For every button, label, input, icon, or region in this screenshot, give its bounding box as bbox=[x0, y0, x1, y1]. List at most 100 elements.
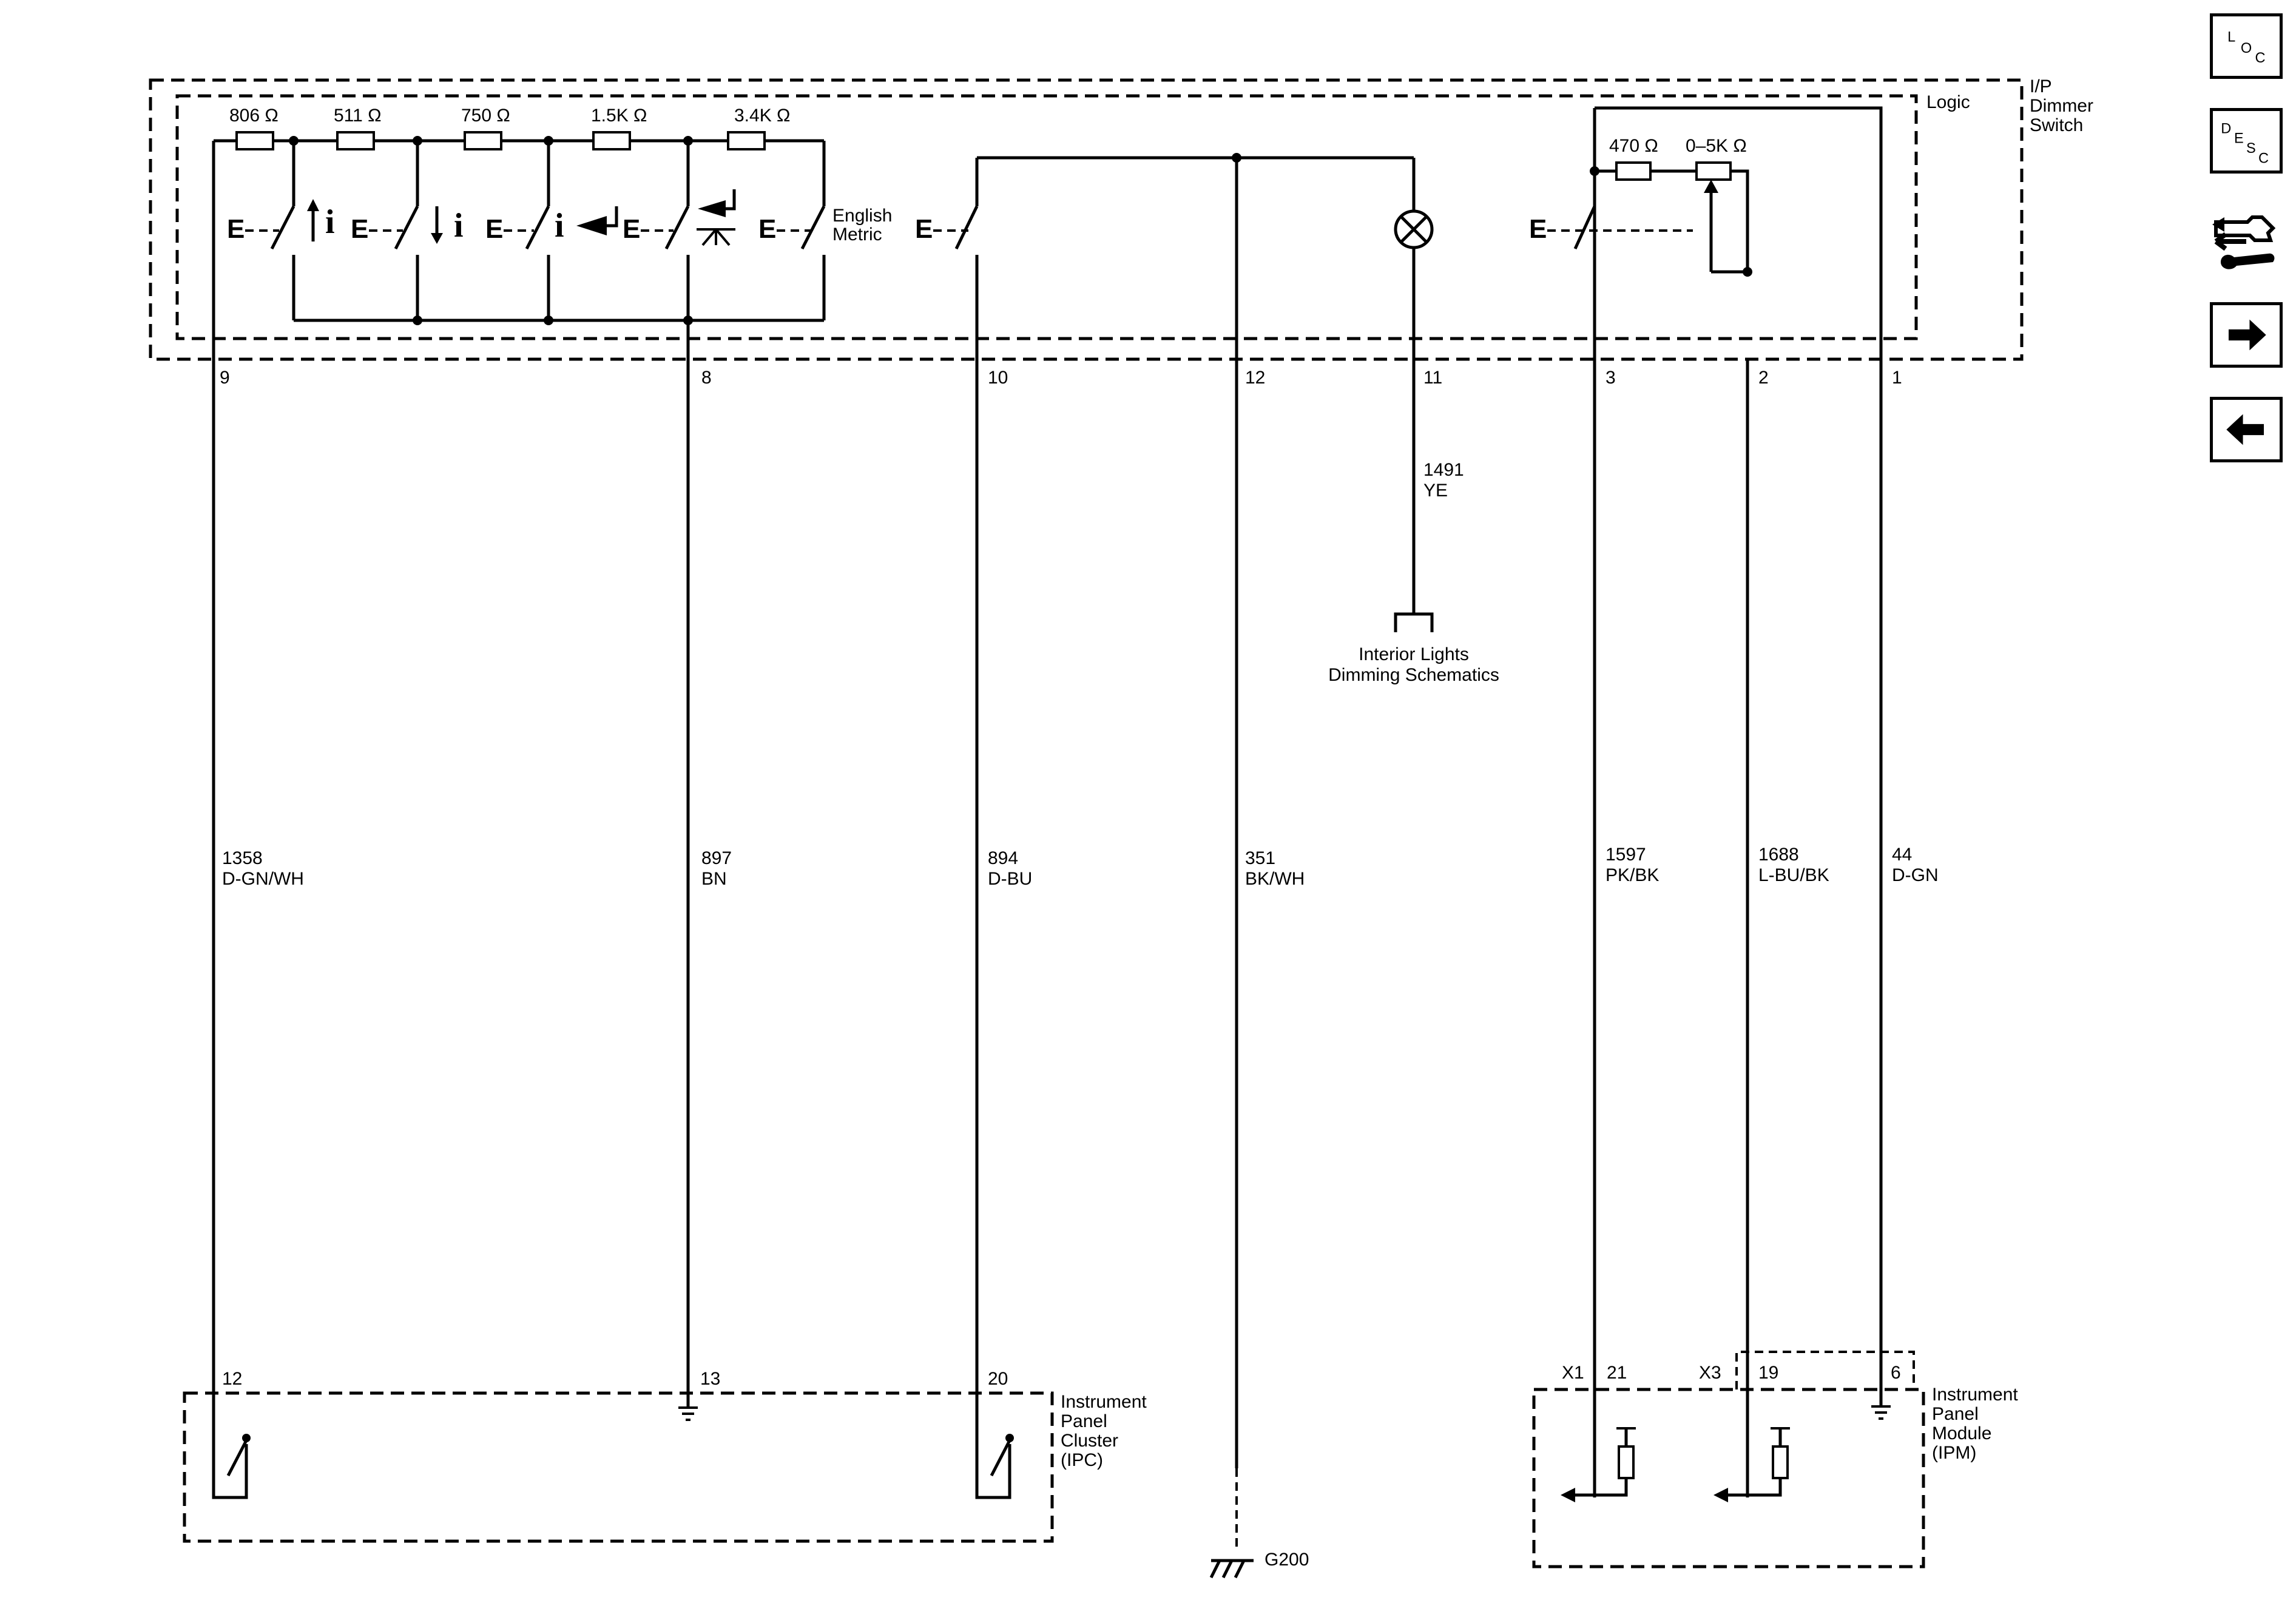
resistor-0-5k bbox=[1695, 161, 1732, 181]
ipm-pin-21: 21 bbox=[1607, 1363, 1627, 1383]
wire-44-circuit: 44 bbox=[1892, 845, 1912, 865]
loc-icon: L O C bbox=[2227, 29, 2265, 66]
svg-text:E: E bbox=[227, 214, 245, 244]
mode-switch-contacts bbox=[270, 205, 826, 250]
interior-lights-label-2: Dimming Schematics bbox=[1328, 665, 1499, 685]
resistor-label-3.4k: 3.4K Ω bbox=[734, 106, 790, 126]
ipc-name-2: Panel bbox=[1061, 1411, 1107, 1431]
resistor-label-470: 470 Ω bbox=[1609, 136, 1658, 156]
pin3-switch-contact bbox=[1573, 205, 1596, 250]
wire-897-color: BN bbox=[701, 869, 727, 889]
switch-pin-1: 1 bbox=[1892, 368, 1902, 388]
switch-actuators: E E E E E E E bbox=[227, 214, 1547, 244]
svg-text:i: i bbox=[325, 203, 335, 241]
wire-1597-circuit: 1597 bbox=[1606, 845, 1646, 865]
wire-894-color: D-BU bbox=[988, 869, 1032, 889]
wire-894-circuit: 894 bbox=[988, 848, 1018, 868]
logic-label: Logic bbox=[1926, 92, 1970, 112]
lamp-bus-junction bbox=[1232, 153, 1241, 163]
svg-text:i: i bbox=[555, 207, 564, 245]
dimmer-switch-outer-box bbox=[149, 78, 2024, 361]
ladder-vertical-links bbox=[212, 141, 826, 359]
switch-pin-8: 8 bbox=[701, 368, 712, 388]
interior-lights-connector-icon bbox=[1394, 612, 1434, 632]
ipc-name-1: Instrument bbox=[1061, 1392, 1147, 1412]
english-label: English bbox=[832, 206, 892, 226]
ipm-pin-19: 19 bbox=[1758, 1363, 1778, 1383]
svg-text:i: i bbox=[454, 207, 464, 245]
switch-pin-11: 11 bbox=[1423, 368, 1442, 388]
wire-897-circuit: 897 bbox=[701, 848, 732, 868]
svg-text:E: E bbox=[758, 214, 776, 244]
bottom-bus-junctions bbox=[413, 316, 693, 325]
wire-1688-color: L-BU/BK bbox=[1758, 865, 1829, 885]
ipm-box bbox=[1532, 1388, 1925, 1568]
resistor-label-0-5k: 0–5K Ω bbox=[1686, 136, 1747, 156]
connector-repair-icon bbox=[2212, 215, 2276, 269]
right-top-bus bbox=[1593, 106, 1883, 359]
resistor-750 bbox=[464, 131, 502, 150]
resistor-470 bbox=[1615, 161, 1652, 181]
svg-text:C: C bbox=[2258, 150, 2269, 166]
svg-text:E: E bbox=[485, 214, 503, 244]
ipm-name-3: Module bbox=[1932, 1423, 1991, 1443]
ipc-ground-icon bbox=[678, 1406, 698, 1421]
wire-1491-circuit: 1491 bbox=[1423, 460, 1464, 480]
right-junction-1 bbox=[1590, 166, 1599, 176]
resistor-806 bbox=[235, 131, 274, 150]
ipc-switch-input-2 bbox=[990, 1434, 1014, 1477]
arrow-right-icon bbox=[2228, 319, 2266, 351]
wire-44-color: D-GN bbox=[1892, 865, 1939, 885]
component-name-line-2: Dimmer bbox=[2030, 96, 2093, 116]
wire-1358 bbox=[212, 359, 248, 1499]
wire-1358-color: D-GN/WH bbox=[222, 869, 304, 889]
g200-ground-icon bbox=[1209, 1559, 1254, 1579]
g200-label: G200 bbox=[1264, 1550, 1309, 1570]
ipc-pin-20: 20 bbox=[988, 1369, 1008, 1389]
up-info-icon: i bbox=[307, 199, 335, 241]
ipm-name-2: Panel bbox=[1932, 1404, 1979, 1424]
resistor-label-806: 806 Ω bbox=[229, 106, 279, 126]
switch-pin-9: 9 bbox=[220, 368, 230, 388]
wire-1597-color: PK/BK bbox=[1606, 865, 1659, 885]
ipm-name-4: (IPM) bbox=[1932, 1443, 1976, 1463]
switch-pin-10: 10 bbox=[988, 368, 1008, 388]
ipc-pin-13: 13 bbox=[700, 1369, 720, 1389]
ipm-ground-icon bbox=[1871, 1405, 1891, 1420]
right-junction-2 bbox=[1743, 267, 1752, 277]
switch-pin-2: 2 bbox=[1758, 368, 1769, 388]
interior-lights-label-1: Interior Lights bbox=[1359, 644, 1469, 664]
enter-info-icon: i bbox=[555, 206, 618, 245]
wire-1688-circuit: 1688 bbox=[1758, 845, 1799, 865]
indicator-lamp-icon bbox=[1394, 209, 1434, 249]
switch-pin-3: 3 bbox=[1606, 368, 1616, 388]
connector-repair-button[interactable] bbox=[2210, 204, 2283, 277]
lamp-bus bbox=[975, 156, 1416, 359]
resistor-label-750: 750 Ω bbox=[461, 106, 510, 126]
wire-351-circuit: 351 bbox=[1245, 848, 1275, 868]
ipc-box bbox=[183, 1391, 1054, 1543]
ipm-x3-connector-box bbox=[1735, 1351, 1915, 1389]
description-button[interactable]: D E S C bbox=[2210, 108, 2283, 174]
previous-button[interactable] bbox=[2210, 397, 2283, 462]
dimmer-switch-logic-box bbox=[175, 94, 1918, 340]
ipm-connector-x3: X3 bbox=[1699, 1363, 1721, 1383]
ipc-name-3: Cluster bbox=[1061, 1431, 1118, 1451]
wire-351-color: BK/WH bbox=[1245, 869, 1305, 889]
location-button[interactable]: L O C bbox=[2210, 13, 2283, 79]
next-button[interactable] bbox=[2210, 302, 2283, 368]
wire-1491-color: YE bbox=[1423, 481, 1448, 501]
svg-text:E: E bbox=[351, 214, 368, 244]
ipm-input-2-pullup bbox=[1714, 1427, 1790, 1502]
svg-text:E: E bbox=[915, 214, 933, 244]
resistor-label-1.5k: 1.5K Ω bbox=[591, 106, 647, 126]
right-resistor-bus bbox=[1595, 169, 1749, 274]
ipm-name-1: Instrument bbox=[1932, 1385, 2018, 1405]
switch-pin-12: 12 bbox=[1245, 368, 1265, 388]
wire-1358-circuit: 1358 bbox=[222, 848, 263, 868]
rheostat-arrow bbox=[1704, 180, 1718, 193]
desc-icon: D E S C bbox=[2221, 120, 2269, 166]
ipm-connector-x1: X1 bbox=[1562, 1363, 1584, 1383]
resistor-1.5k bbox=[592, 131, 631, 150]
